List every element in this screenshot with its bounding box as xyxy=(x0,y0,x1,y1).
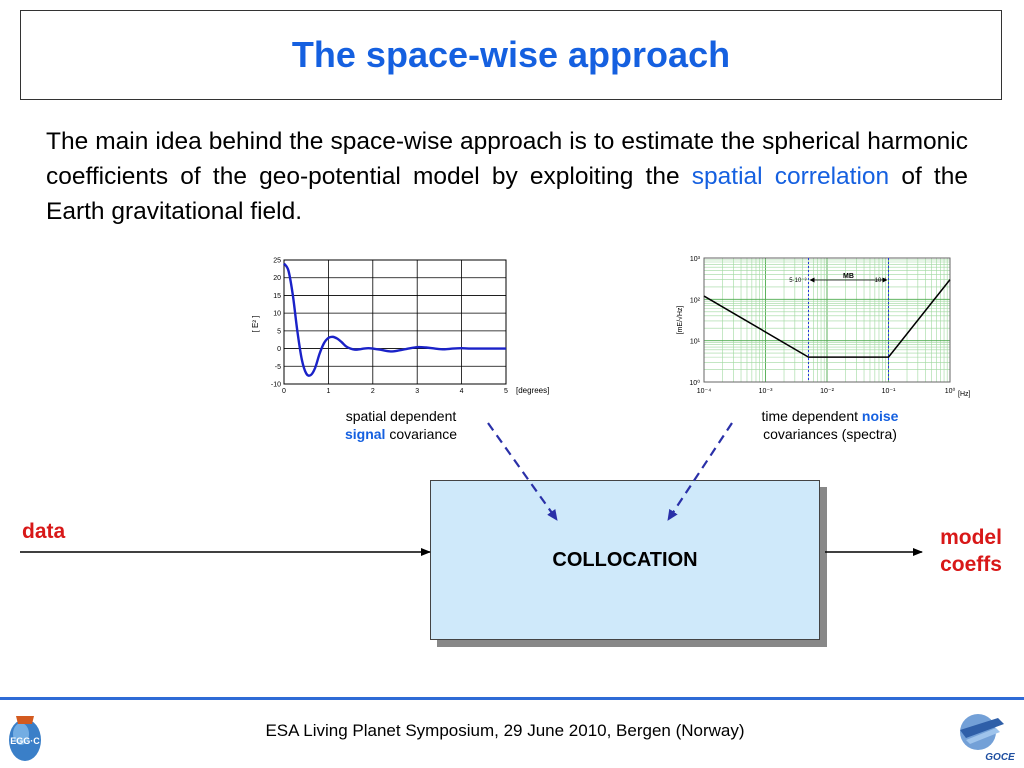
signal-ticks: 0 1 2 3 4 5 25 20 15 10 5 0 -5 -10 xyxy=(271,258,508,396)
noise-x-tick-label: 10⁰ xyxy=(945,387,956,395)
signal-caption: spatial dependent signal covariance xyxy=(316,407,486,443)
noise-y-tick-label: 10¹ xyxy=(690,339,701,346)
footer-text: ESA Living Planet Symposium, 29 June 201… xyxy=(265,721,745,740)
signal-x-tick-label: 3 xyxy=(415,388,419,395)
signal-x-tick-label: 4 xyxy=(460,388,464,395)
noise-x-axis-label: [Hz] xyxy=(958,391,971,398)
noise-spectrum-chart: 10⁻⁴ 10⁻³ 10⁻² 10⁻¹ 10⁰ 10³ 10² 10¹ 10⁰ MB 5·10⁻³… xyxy=(676,256,971,398)
noise-grid xyxy=(703,258,950,383)
noise-caption: time dependent noise covariances (spectr… xyxy=(730,407,930,443)
signal-caption-highlight: signal xyxy=(344,426,386,442)
signal-y-tick-label: 25 xyxy=(273,258,281,265)
egg-c-logo-text: EGG·C xyxy=(10,736,40,746)
signal-plot-frame xyxy=(283,259,507,385)
egg-c-logo: EGG·C xyxy=(9,716,41,761)
model-coeffs-line2: coeffs xyxy=(940,553,1002,576)
signal-covariance-chart: 0 1 2 3 4 5 25 20 15 10 5 0 -5 -10 [ E² ] [degrees] xyxy=(251,258,549,396)
noise-caption-line2: covariances (spectra) xyxy=(763,426,897,442)
noise-y-axis-label: [mE/√Hz] xyxy=(676,306,684,335)
signal-x-axis-label: [degrees] xyxy=(516,386,549,395)
signal-y-tick-label: -5 xyxy=(275,364,281,371)
model-coeffs-label: model coeffs xyxy=(925,524,1017,578)
data-label: data xyxy=(22,520,66,543)
band-arrow-right xyxy=(882,277,888,283)
noise-y-tick-label: 10⁰ xyxy=(689,379,700,387)
signal-x-tick-label: 5 xyxy=(504,388,508,395)
signal-caption-rest: covariance xyxy=(385,426,458,442)
noise-caption-line1: time dependent xyxy=(761,408,862,424)
signal-x-tick-label: 1 xyxy=(326,388,330,395)
signal-y-tick-label: 15 xyxy=(273,293,281,300)
goce-logo: GOCE xyxy=(960,714,1015,763)
signal-y-tick-label: 0 xyxy=(277,346,281,353)
band-label: MB xyxy=(843,273,854,280)
noise-ticks: 10⁻⁴ 10⁻³ 10⁻² 10⁻¹ 10⁰ 10³ 10² 10¹ 10⁰ xyxy=(689,256,955,395)
noise-y-tick-label: 10² xyxy=(690,297,701,304)
intro-text-1: The main idea behind the space-wise appr… xyxy=(46,128,968,190)
band-arrow-left xyxy=(809,277,815,283)
signal-y-tick-label: 5 xyxy=(277,328,281,335)
signal-x-tick-label: 2 xyxy=(371,388,375,395)
signal-y-axis-label: [ E² ] xyxy=(251,316,260,333)
measurement-band: MB 5·10⁻³ 10⁻¹ xyxy=(789,258,889,382)
signal-caption-line1: spatial dependent xyxy=(345,408,457,424)
band-lower-label: 5·10⁻³ xyxy=(789,278,806,284)
signal-y-tick-label: 10 xyxy=(273,311,281,318)
intro-text-2: of the Earth gravitational field. xyxy=(46,163,968,225)
signal-y-tick-label: -10 xyxy=(271,382,281,389)
signal-x-tick-label: 0 xyxy=(282,388,286,395)
collocation-label: COLLOCATION xyxy=(552,548,698,571)
goce-logo-text: GOCE xyxy=(985,752,1015,763)
noise-x-tick-label: 10⁻¹ xyxy=(882,388,896,395)
noise-x-tick-label: 10⁻² xyxy=(820,388,834,395)
noise-spectrum-line xyxy=(703,279,951,358)
signal-grid xyxy=(283,259,507,385)
noise-plot-frame xyxy=(703,257,951,383)
footer-divider xyxy=(0,697,1024,700)
intro-paragraph: The main idea behind the space-wise appr… xyxy=(46,124,968,229)
model-coeffs-line1: model xyxy=(940,526,1002,549)
signal-y-tick-label: 20 xyxy=(273,275,281,282)
noise-y-tick-label: 10³ xyxy=(690,256,701,263)
signal-covariance-line xyxy=(282,262,506,377)
title-box: The space-wise approach xyxy=(20,10,1002,100)
noise-x-tick-label: 10⁻⁴ xyxy=(697,388,712,395)
slide-title: The space-wise approach xyxy=(291,34,731,75)
intro-highlight: spatial correlation xyxy=(691,163,890,190)
noise-caption-highlight: noise xyxy=(861,408,899,424)
band-upper-label: 10⁻¹ xyxy=(875,278,887,284)
noise-x-tick-label: 10⁻³ xyxy=(759,388,773,395)
collocation-box: COLLOCATION xyxy=(430,480,820,640)
